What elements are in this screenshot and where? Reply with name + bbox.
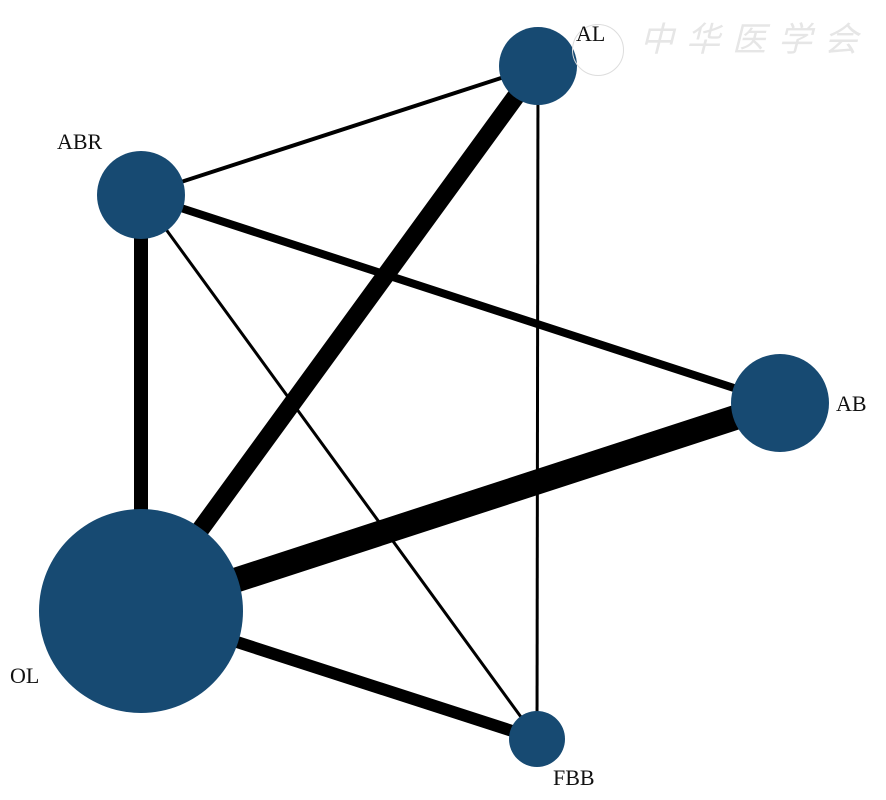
node-ol — [39, 509, 243, 713]
label-ol: OL — [10, 663, 40, 688]
label-al: AL — [576, 21, 606, 46]
edge-al-fbb — [535, 65, 540, 740]
watermark-seal — [572, 24, 624, 76]
node-ab — [731, 354, 829, 452]
label-abr: ABR — [57, 129, 103, 154]
node-fbb — [509, 711, 565, 767]
node-abr — [97, 151, 185, 239]
label-ab: AB — [836, 391, 867, 416]
edge-ab-ol — [137, 391, 784, 623]
node-al — [499, 27, 577, 105]
label-fbb: FBB — [553, 765, 595, 790]
edge-abr-al — [140, 64, 539, 197]
edge-abr-ab — [139, 191, 782, 407]
edge-al-ol — [133, 60, 546, 617]
watermark-text: 中华医学会 — [640, 20, 870, 60]
edge-abr-fbb — [139, 194, 539, 740]
